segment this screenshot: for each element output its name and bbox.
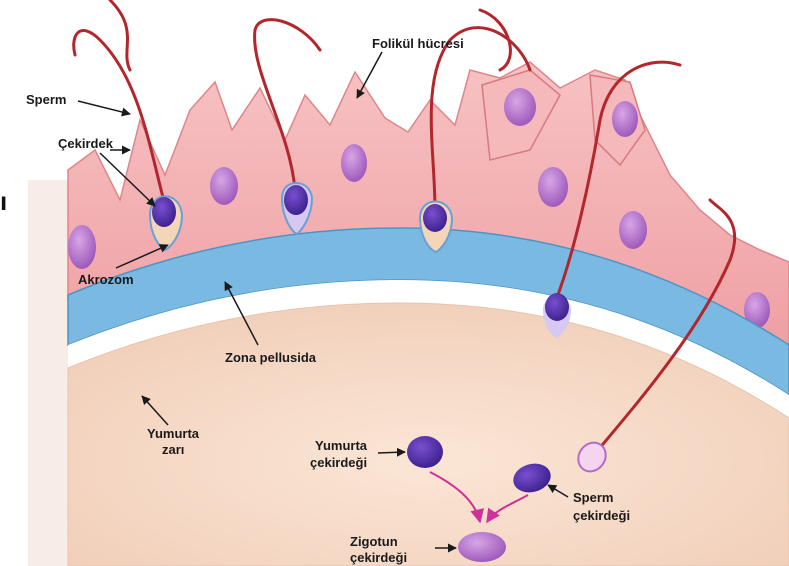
label-akrozom: Akrozom — [78, 272, 134, 287]
sperm-tail — [110, 0, 130, 70]
label-yumurta-cekirdegi-2: çekirdeği — [310, 455, 367, 470]
background-strip — [28, 180, 68, 566]
follicle-nucleus — [538, 167, 568, 207]
follicle-nucleus — [210, 167, 238, 205]
yumurta-cekirdegi-leader — [378, 452, 405, 453]
label-zigotun-1: Zigotun — [350, 534, 398, 549]
label-sperm-cekirdegi-2: çekirdeği — [573, 508, 630, 523]
label-yumurta-zari-1: Yumurta — [147, 426, 200, 441]
follicle-nucleus — [619, 211, 647, 249]
zygote-nucleus — [458, 532, 506, 562]
label-folikul: Folikül hücresi — [372, 36, 464, 51]
label-cekirdek: Çekirdek — [58, 136, 114, 151]
label-zigotun-2: çekirdeği — [350, 550, 407, 565]
sperm-leader — [78, 101, 130, 114]
label-sperm-cekirdegi-1: Sperm — [573, 490, 613, 505]
label-yumurta-cekirdegi-1: Yumurta — [315, 438, 368, 453]
follicle-nucleus — [341, 144, 367, 182]
sperm-tail — [480, 10, 510, 70]
follicle-nucleus — [612, 101, 638, 137]
label-sperm: Sperm — [26, 92, 66, 107]
egg-nucleus — [407, 436, 443, 468]
follicle-nucleus — [504, 88, 536, 126]
label-yumurta-zari-2: zarı — [162, 442, 184, 457]
follicle-nucleus — [68, 225, 96, 269]
label-zona: Zona pellusida — [225, 350, 317, 365]
folikul-leader — [357, 52, 382, 98]
